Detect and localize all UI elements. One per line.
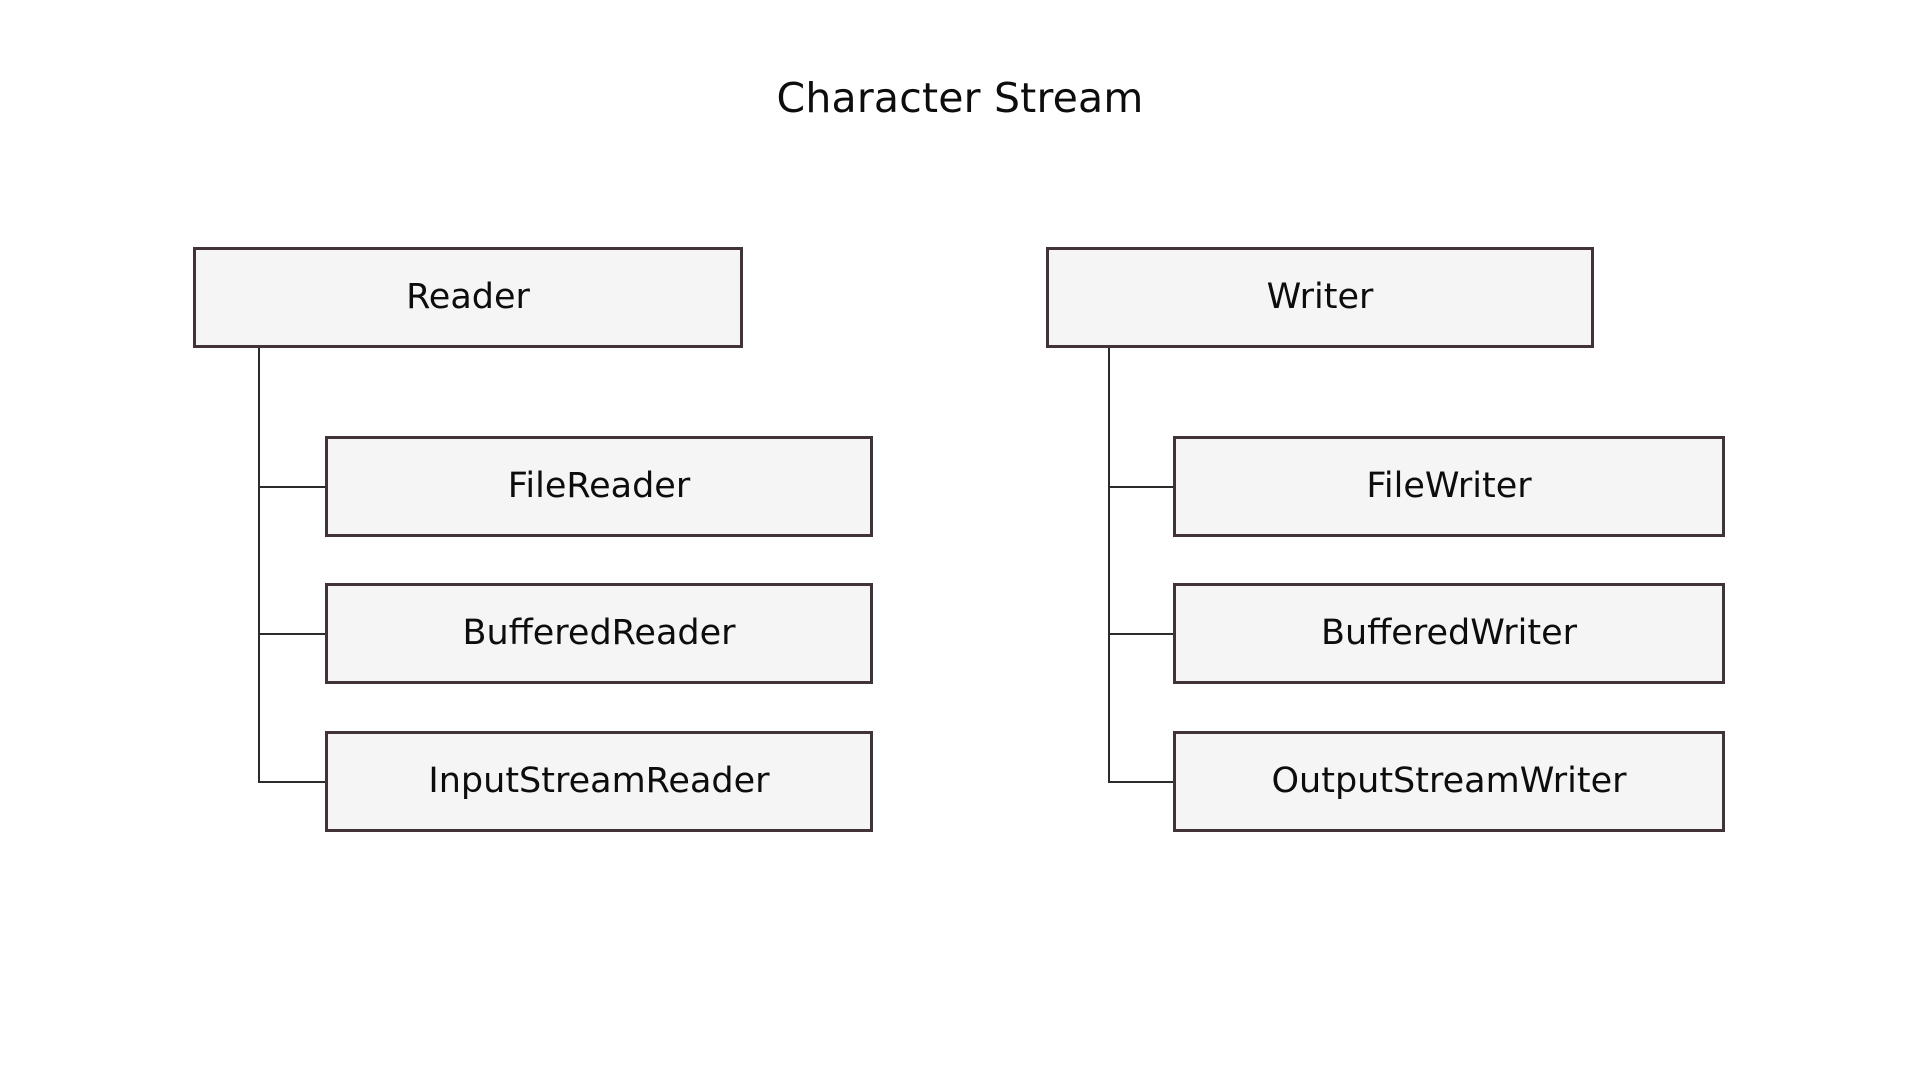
node-outputstreamwriter-label: OutputStreamWriter <box>1271 761 1627 801</box>
node-filewriter-label: FileWriter <box>1366 466 1532 506</box>
writer-to-outputstreamwriter-connector <box>1108 781 1174 783</box>
reader-to-filereader-connector <box>258 486 326 488</box>
node-writer-label: Writer <box>1266 277 1374 317</box>
node-bufferedwriter[interactable]: BufferedWriter <box>1173 583 1725 684</box>
node-bufferedwriter-label: BufferedWriter <box>1320 613 1577 653</box>
reader-tree-trunk-connector <box>258 347 260 783</box>
node-outputstreamwriter[interactable]: OutputStreamWriter <box>1173 731 1725 832</box>
node-bufferedreader[interactable]: BufferedReader <box>325 583 873 684</box>
node-bufferedreader-label: BufferedReader <box>462 613 736 653</box>
page-title: Character Stream <box>776 74 1144 122</box>
reader-to-inputstreamreader-connector <box>258 781 326 783</box>
node-filewriter[interactable]: FileWriter <box>1173 436 1725 537</box>
node-writer[interactable]: Writer <box>1046 247 1594 348</box>
node-reader-label: Reader <box>406 277 530 317</box>
node-filereader-label: FileReader <box>507 466 691 506</box>
node-reader[interactable]: Reader <box>193 247 743 348</box>
node-inputstreamreader[interactable]: InputStreamReader <box>325 731 873 832</box>
reader-to-bufferedreader-connector <box>258 633 326 635</box>
writer-to-filewriter-connector <box>1108 486 1174 488</box>
node-inputstreamreader-label: InputStreamReader <box>428 761 770 801</box>
node-filereader[interactable]: FileReader <box>325 436 873 537</box>
writer-to-bufferedwriter-connector <box>1108 633 1174 635</box>
writer-tree-trunk-connector <box>1108 347 1110 783</box>
